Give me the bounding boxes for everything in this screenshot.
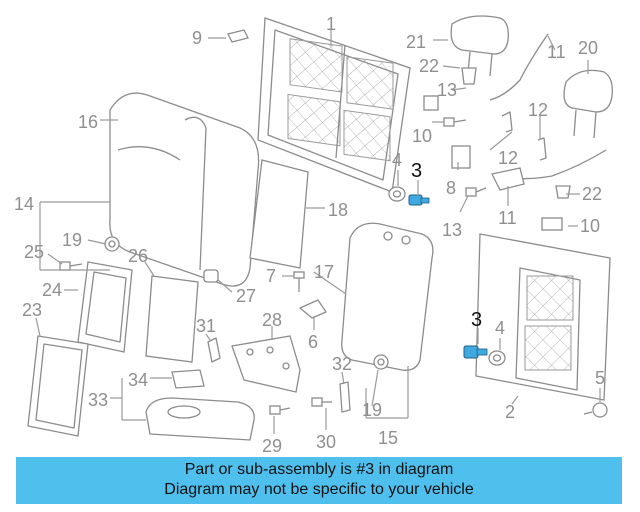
callout-11-lower: 11 [498,208,517,228]
headrest-part-21 [450,15,509,77]
clip-part-10-lower [541,217,563,231]
banner-part-note: Part or sub-assembly is #3 in diagram [184,461,454,478]
panel-part-24 [77,261,133,353]
callout-11-upper: 11 [547,42,566,62]
callout-24: 24 [42,280,62,300]
callout-27: 27 [236,286,256,306]
screw-part-7 [293,271,305,292]
washer-part-19-upper [104,236,120,252]
mechanism-part-28 [231,335,301,393]
bushing-part-4-upper [388,186,406,202]
callout-2: 2 [505,402,515,422]
hinge-part-11 [491,167,525,191]
armrest-part-33 [145,397,255,441]
callout-22-upper: 22 [419,56,439,76]
bolt-part-5 [583,402,608,418]
callout-28: 28 [262,310,282,330]
callout-labels: 1 2 3 3 4 4 5 6 7 8 9 10 10 11 11 12 12 … [14,14,605,456]
seat-back-cover-part-17 [341,222,434,371]
screw-part-25 [59,261,83,271]
seat-back-frame-part-2 [475,233,611,401]
callout-12-upper: 12 [528,100,548,120]
callout-10-lower: 10 [580,216,600,236]
callout-6: 6 [308,332,318,352]
callout-20: 20 [578,38,598,58]
callout-9: 9 [192,28,202,48]
seat-back-cushion-part-16 [109,92,260,287]
callout-31: 31 [196,316,216,336]
callout-32: 32 [332,354,352,374]
callout-29: 29 [262,436,282,456]
callout-13-lower: 13 [442,220,462,240]
callout-19-upper: 19 [62,230,82,250]
headrest-part-20 [563,69,613,139]
pad-part-18 [249,159,309,269]
latch-part-34 [171,369,205,389]
callout-34: 34 [128,370,148,390]
callout-25: 25 [24,242,44,262]
guide-part-22-upper [461,67,477,85]
callout-16: 16 [78,112,98,132]
callout-4-upper: 4 [392,150,402,170]
leader-lines [35,30,601,434]
cable-part-11-lower [509,149,607,180]
bracket-part-6 [299,299,327,319]
callout-30: 30 [316,432,336,452]
washer-part-19-lower [373,354,389,370]
cable-part-11-upper [489,33,549,101]
bracket-part-31 [207,337,221,363]
bolt-part-3-upper [408,194,430,206]
callout-3-upper: 3 [411,160,422,182]
callout-22-lower: 22 [582,184,602,204]
callout-4-lower: 4 [495,318,505,338]
callout-26: 26 [128,246,148,266]
parts-diagram: 1 2 3 3 4 4 5 6 7 8 9 10 10 11 11 12 12 … [14,14,613,456]
bolt-part-13-lower [465,187,487,197]
bolt-part-13-upper [443,117,467,127]
bracket-part-32 [339,381,351,413]
bracket-part-12-lower [537,137,547,161]
bushing-part-4-lower [488,350,506,366]
guide-part-22-lower [555,185,571,199]
callout-17: 17 [314,262,334,282]
panel-part-23 [27,335,89,437]
callout-5: 5 [595,368,605,388]
callout-12-lower: 12 [498,148,518,168]
callout-1: 1 [326,14,336,34]
bolt-part-3-lower [463,345,488,359]
callout-3-lower: 3 [471,309,482,331]
banner-disclaimer: Diagram may not be specific to your vehi… [164,481,474,498]
bracket-part-12-upper [501,111,513,133]
screw-part-30 [311,397,332,407]
screw-part-29 [269,405,291,415]
bracket-part-8 [451,145,471,169]
info-banner: Part or sub-assembly is #3 in diagram Di… [16,457,622,504]
callout-10-upper: 10 [412,126,432,146]
callout-18: 18 [328,200,348,220]
callout-21: 21 [406,32,426,52]
panel-part-26 [145,275,199,363]
clip-part-10-upper [423,95,439,111]
clip-part-9 [227,29,249,43]
clip-part-27 [203,269,219,283]
callout-8: 8 [446,178,456,198]
callout-23: 23 [22,300,42,320]
callout-13-upper: 13 [437,80,457,100]
callout-7: 7 [266,266,276,286]
callout-33: 33 [88,390,108,410]
callout-19-lower: 19 [362,400,382,420]
callout-14: 14 [14,194,34,214]
seat-back-frame-part-1 [257,17,411,193]
callout-15: 15 [378,428,398,448]
